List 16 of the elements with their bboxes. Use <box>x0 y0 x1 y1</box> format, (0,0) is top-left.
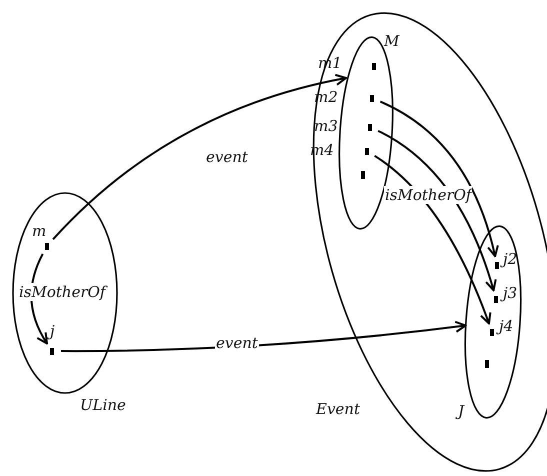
edge-label: isMotherOf <box>384 186 472 204</box>
set-label: M <box>384 32 400 50</box>
set-label: J <box>458 402 464 420</box>
arrow <box>378 130 496 292</box>
set-label: Event <box>316 400 360 418</box>
arrow <box>374 154 492 325</box>
set-label: ULine <box>80 396 126 414</box>
element-label: m3 <box>314 117 338 135</box>
arrow <box>380 100 499 258</box>
element-label: m <box>32 222 46 240</box>
arrow <box>52 74 347 240</box>
edge-label: isMotherOf <box>18 283 106 301</box>
point-marker <box>485 360 489 368</box>
arrow <box>61 320 467 352</box>
point-marker <box>361 171 365 179</box>
set-ellipse <box>454 224 524 422</box>
